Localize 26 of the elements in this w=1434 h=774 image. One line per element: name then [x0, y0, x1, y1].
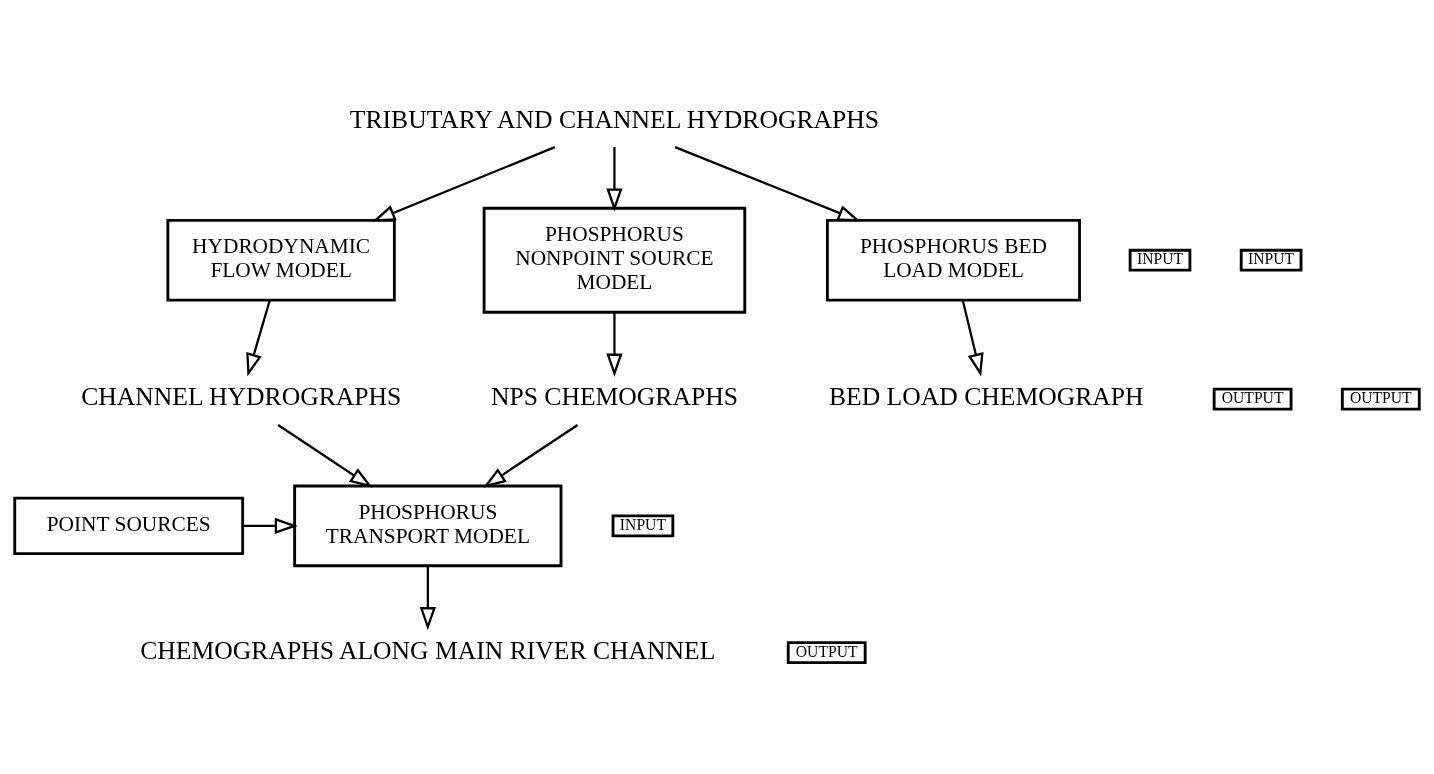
- node-text: CHEMOGRAPHS ALONG MAIN RIVER CHANNEL: [140, 635, 716, 665]
- node-text: BED LOAD CHEMOGRAPH: [828, 382, 1144, 412]
- node-box: INPUT: [1128, 248, 1192, 272]
- arrow: [277, 424, 373, 488]
- arrow: [483, 424, 579, 488]
- node-box: PHOSPHORUS TRANSPORT MODEL: [293, 484, 563, 568]
- node-text: TRIBUTARY AND CHANNEL HYDROGRAPHS: [349, 104, 880, 134]
- node-box: PHOSPHORUS NONPOINT SOURCE MODEL: [482, 206, 747, 314]
- node-box: OUTPUT: [1340, 387, 1421, 411]
- arrow: [243, 517, 298, 534]
- arrow: [674, 146, 861, 222]
- node-text: CHANNEL HYDROGRAPHS: [81, 382, 402, 412]
- arrow: [372, 146, 556, 222]
- arrow: [606, 312, 623, 377]
- arrow: [246, 299, 271, 377]
- node-box: INPUT: [1239, 248, 1303, 272]
- node-box: OUTPUT: [1212, 387, 1293, 411]
- arrow: [961, 300, 984, 377]
- arrow: [606, 147, 623, 212]
- node-box: POINT SOURCES: [13, 496, 245, 556]
- node-box: PHOSPHORUS BED LOAD MODEL: [825, 218, 1081, 302]
- node-box: HYDRODYNAMIC FLOW MODEL: [166, 218, 396, 302]
- node-box: OUTPUT: [786, 641, 867, 665]
- node-text: NPS CHEMOGRAPHS: [490, 382, 738, 412]
- arrow: [419, 565, 436, 631]
- node-box: INPUT: [611, 514, 675, 538]
